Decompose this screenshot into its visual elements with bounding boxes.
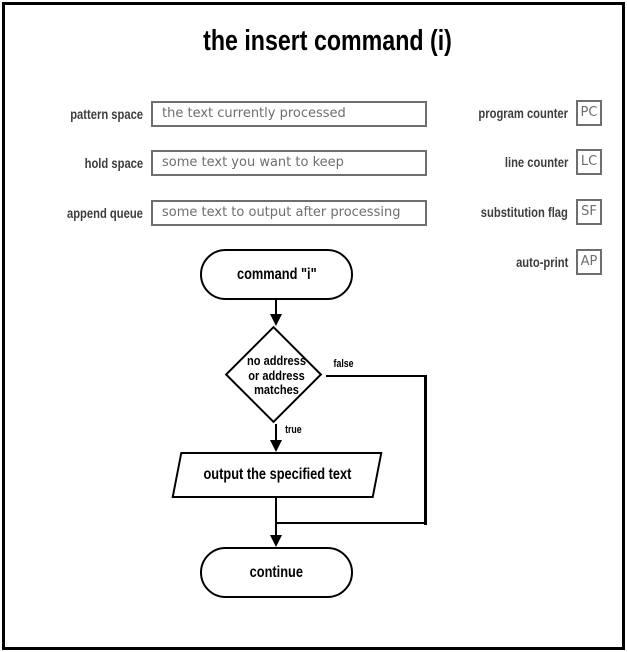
decision-node-text: no address or address matches: [247, 353, 306, 397]
substitution-flag-label: substitution flag: [480, 204, 568, 220]
arrowhead-into-end: [269, 535, 282, 547]
auto-print-label: auto-print: [515, 254, 568, 270]
false-branch-label: false: [333, 358, 354, 370]
pattern-space-field: the text currently processed: [151, 101, 427, 127]
hold-space-label: hold space: [84, 155, 143, 171]
connector-process-to-end: [274, 497, 278, 537]
connector-false-horizontal: [326, 374, 427, 378]
line-counter-label: line counter: [504, 154, 568, 170]
arrowhead-into-decision: [269, 314, 282, 326]
connector-false-return: [276, 521, 427, 525]
connector-start-to-decision: [274, 299, 278, 316]
connector-false-vertical: [424, 374, 427, 525]
page-title: the insert command (i): [0, 25, 627, 58]
hold-space-field: some text you want to keep: [151, 150, 427, 176]
substitution-flag-box: SF: [576, 199, 602, 225]
process-node-text: output the specified text: [203, 466, 351, 483]
true-branch-label: true: [285, 424, 302, 436]
connector-true-vertical: [274, 424, 278, 448]
auto-print-box: AP: [576, 249, 602, 275]
program-counter-box: PC: [576, 100, 602, 126]
page-title-text: the insert command (i): [203, 25, 452, 57]
program-counter-label: program counter: [478, 105, 568, 121]
start-node: command "i": [200, 249, 353, 300]
end-node: continue: [200, 547, 353, 598]
line-counter-box: LC: [576, 149, 602, 175]
append-queue-field: some text to output after processing: [151, 200, 427, 226]
arrowhead-into-process: [269, 440, 282, 452]
append-queue-label: append queue: [67, 205, 143, 221]
pattern-space-label: pattern space: [70, 106, 143, 122]
